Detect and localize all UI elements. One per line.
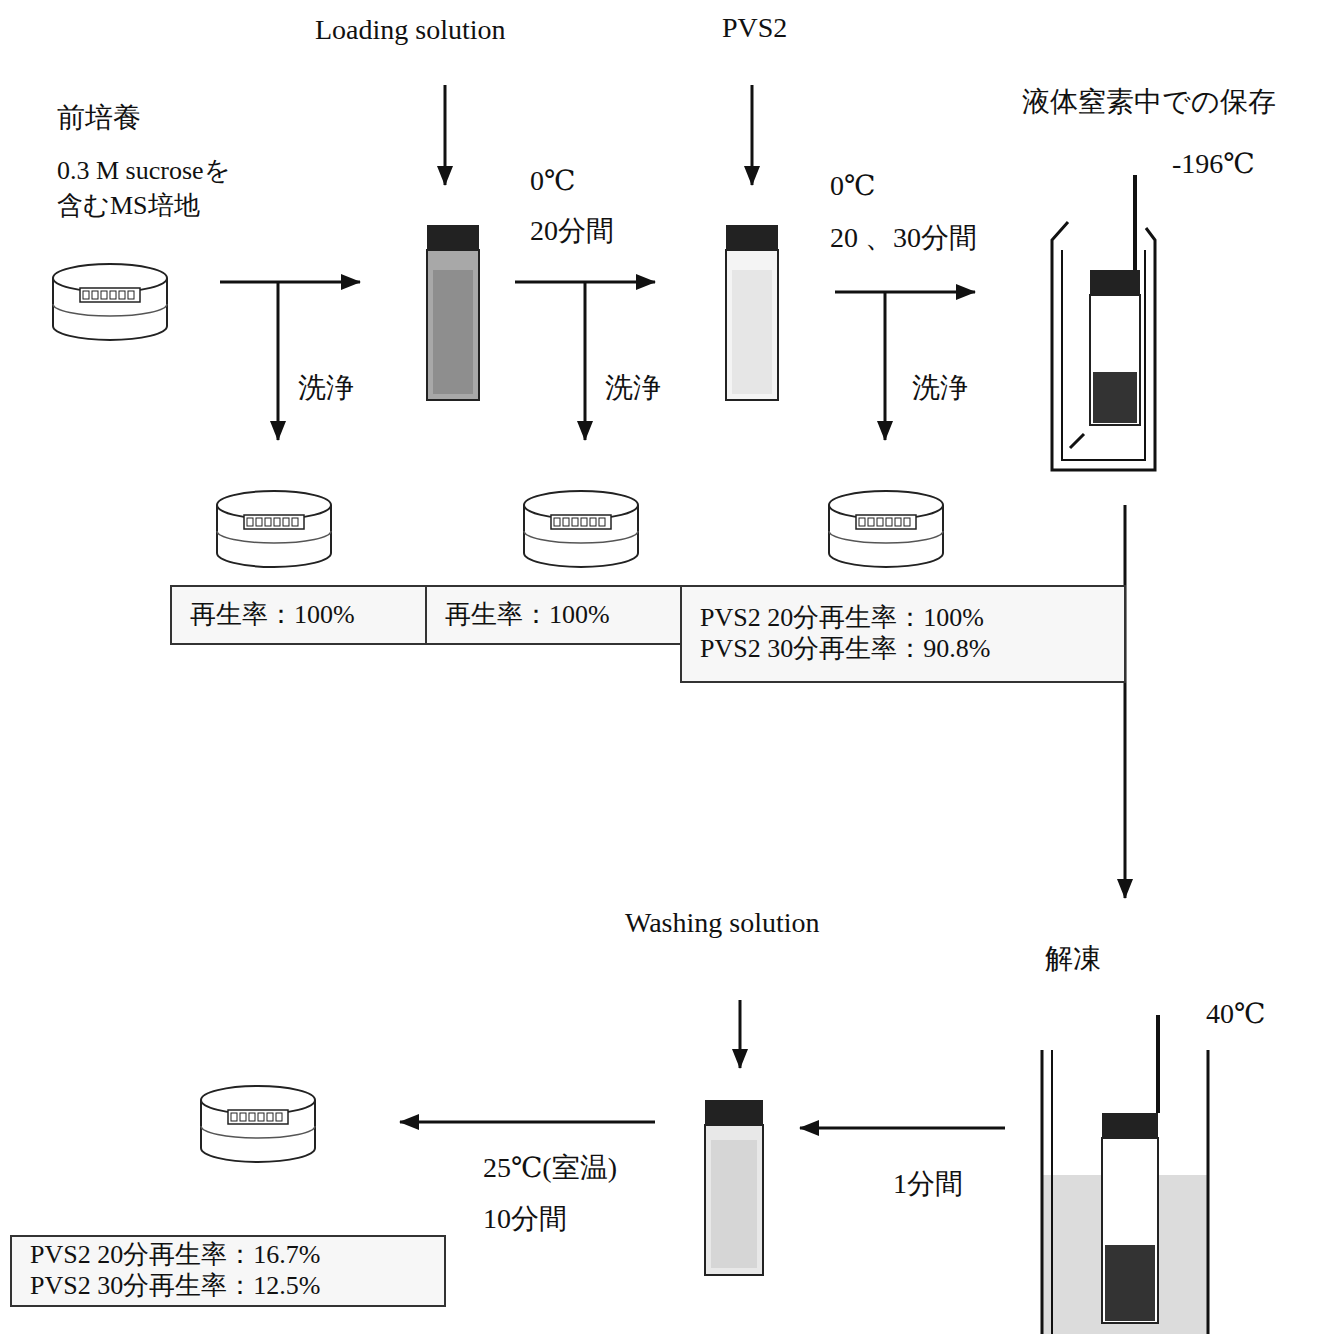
flow-arrow xyxy=(1124,505,1127,898)
duration: 20 、30分間 xyxy=(830,220,977,256)
result-text: 再生率：100% xyxy=(445,600,666,631)
solution-name: Loading solution xyxy=(315,12,506,48)
step-name: 前培養 xyxy=(57,100,141,136)
cane-rod xyxy=(1156,1015,1160,1113)
result-text: PVS2 20分再生率：16.7% xyxy=(30,1240,426,1271)
flow-arrow xyxy=(835,291,975,294)
vial-body xyxy=(726,250,778,400)
temperature: 0℃ xyxy=(830,168,875,204)
flow-arrow xyxy=(751,85,754,185)
result-box: 再生率：100% xyxy=(425,585,686,645)
bath-wall xyxy=(1051,1050,1053,1334)
cane-hook xyxy=(1070,434,1084,448)
flow-arrow xyxy=(277,282,280,440)
result-box: PVS2 20分再生率：16.7%PVS2 30分再生率：12.5% xyxy=(10,1235,446,1307)
flow-arrow xyxy=(739,1000,742,1068)
vial-liquid xyxy=(433,270,473,394)
vial-liquid xyxy=(1093,372,1137,423)
vial-cap xyxy=(705,1100,763,1125)
result-box: PVS2 20分再生率：100%PVS2 30分再生率：90.8% xyxy=(680,585,1126,683)
flow-arrow xyxy=(584,282,587,440)
vial-body xyxy=(427,250,479,400)
vial-body xyxy=(705,1125,763,1275)
vial-cap xyxy=(1102,1113,1158,1138)
temperature: 25℃(室温) xyxy=(483,1150,617,1186)
temperature: 40℃ xyxy=(1206,996,1265,1032)
medium-note: 0.3 M sucroseを 含むMS培地 xyxy=(57,153,251,223)
solution-name: Washing solution xyxy=(625,905,820,941)
petri-dish xyxy=(524,491,638,567)
vial-cap xyxy=(427,225,479,250)
dewar xyxy=(1052,222,1155,470)
flow-arrow xyxy=(220,281,360,284)
duration: 10分間 xyxy=(483,1201,567,1237)
wash-step: 洗浄 xyxy=(912,370,968,406)
vial-body xyxy=(1090,295,1140,425)
flow-arrow xyxy=(884,292,887,440)
result-box: 再生率：100% xyxy=(170,585,431,645)
petri-dish xyxy=(53,264,167,340)
wash-step: 洗浄 xyxy=(605,370,661,406)
wash-step: 洗浄 xyxy=(298,370,354,406)
flow-arrow xyxy=(444,85,447,185)
result-text: PVS2 20分再生率：100% xyxy=(700,603,1106,634)
temperature: -196℃ xyxy=(1172,146,1255,182)
bath-wall xyxy=(1207,1050,1210,1334)
result-text: 再生率：100% xyxy=(190,600,411,631)
vial-body xyxy=(1102,1138,1158,1323)
temperature: 0℃ xyxy=(530,163,575,199)
vial-cap xyxy=(726,225,778,250)
vial-cap xyxy=(1090,270,1140,295)
result-text: PVS2 30分再生率：12.5% xyxy=(30,1271,426,1302)
vial-liquid xyxy=(732,270,772,394)
petri-dish xyxy=(217,491,331,567)
vial-liquid xyxy=(1105,1245,1155,1321)
cane-rod xyxy=(1133,175,1137,272)
flow-arrow xyxy=(400,1121,655,1124)
step-name: 解凍 xyxy=(1045,941,1101,977)
petri-dish xyxy=(829,491,943,567)
duration: 20分間 xyxy=(530,213,614,249)
vial-liquid xyxy=(711,1140,757,1268)
step-name: 液体窒素中での保存 xyxy=(1022,84,1276,120)
petri-dish xyxy=(201,1086,315,1162)
result-text: PVS2 30分再生率：90.8% xyxy=(700,634,1106,665)
dewar-inner-wall xyxy=(1062,250,1145,460)
duration: 1分間 xyxy=(893,1166,963,1202)
flow-arrow xyxy=(800,1127,1005,1130)
bath-wall xyxy=(1041,1050,1044,1334)
solution-name: PVS2 xyxy=(722,10,787,46)
